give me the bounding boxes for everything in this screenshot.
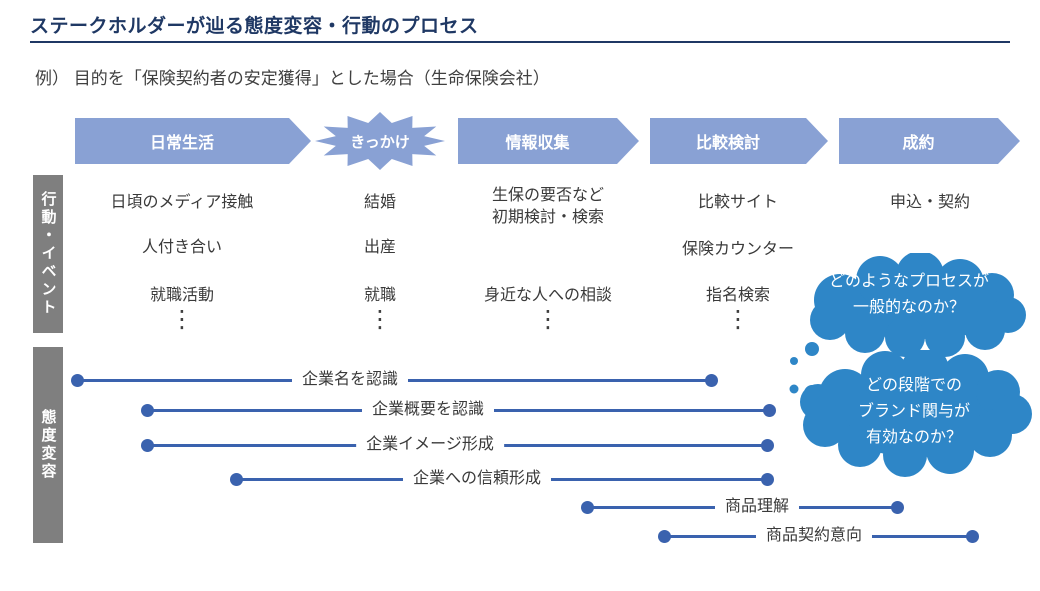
bubble-line: どの段階での (865, 377, 962, 394)
attitude-range-company-trust-formation: 企業への信頼形成 (230, 469, 774, 489)
ellipsis-vertical: ⋮ (536, 306, 560, 333)
range-endpoint-dot (761, 439, 774, 452)
ellipsis-vertical: ⋮ (368, 306, 392, 333)
range-label: 商品契約意向 (755, 526, 873, 546)
behavior-item: 保険カウンター (681, 241, 795, 258)
attitude-range-product-understanding: 商品理解 (581, 497, 904, 517)
range-endpoint-dot (71, 374, 84, 387)
section-header-behavior-events: 行動・イベント (33, 175, 63, 333)
behavior-item: 申込・契約 (889, 194, 971, 211)
range-endpoint-dot (141, 404, 154, 417)
attitude-range-company-overview-recognition: 企業概要を認識 (141, 400, 776, 420)
range-endpoint-dot (763, 404, 776, 417)
thought-bubble-icon (789, 350, 1032, 477)
range-label: 企業名を認識 (291, 370, 409, 390)
attitude-range-company-name-recognition: 企業名を認識 (71, 370, 718, 390)
range-label: 企業への信頼形成 (402, 469, 552, 489)
behavior-item: 就職活動 (149, 287, 215, 304)
thought-bubble-text: どの段階での ブランド関与が 有効なのか？ (805, 373, 1023, 451)
behavior-item: 出産 (363, 239, 397, 256)
range-endpoint-dot (581, 501, 594, 514)
range-endpoint-dot (141, 439, 154, 452)
behavior-item: 比較サイト (697, 194, 779, 211)
burst-shape-icon (315, 112, 445, 170)
section-header-attitude-change: 態度変容 (33, 347, 63, 543)
title-underline (30, 41, 1010, 43)
bubble-line: ブランド関与が (857, 403, 970, 420)
page-title: ステークホルダーが辿る態度変容・行動のプロセス (30, 16, 479, 37)
range-endpoint-dot (891, 501, 904, 514)
thought-bubble-text: どのようなプロセスが 一般的なのか？ (800, 269, 1018, 321)
range-label: 商品理解 (714, 497, 800, 517)
bubble-line: 一般的なのか？ (852, 299, 965, 316)
behavior-item: 人付き合い (141, 239, 223, 256)
range-endpoint-dot (705, 374, 718, 387)
thought-bubble-icon (790, 253, 1026, 365)
stage-arrow-info-gathering: 情報収集 (458, 118, 639, 164)
bubble-line: 有効なのか？ (865, 429, 962, 446)
stage-arrow-comparison: 比較検討 (650, 118, 828, 164)
stage-arrow-daily-life: 日常生活 (75, 118, 311, 164)
behavior-item: 身近な人への相談 (483, 287, 613, 304)
range-label: 企業イメージ形成 (356, 435, 504, 455)
subtitle: 例） 目的を「保険契約者の安定獲得」とした場合（生命保険会社） (35, 69, 550, 88)
stage-arrow-contract: 成約 (839, 118, 1020, 164)
behavior-item: 就職 (363, 287, 397, 304)
behavior-item: 日頃のメディア接触 (110, 194, 254, 211)
attitude-range-product-contract-intent: 商品契約意向 (658, 526, 979, 546)
stage-burst-trigger: きっかけ (350, 133, 410, 151)
behavior-item: 生保の要否など (491, 187, 605, 204)
behavior-item: 指名検索 (705, 287, 771, 304)
range-endpoint-dot (230, 473, 243, 486)
attitude-range-company-image-formation: 企業イメージ形成 (141, 435, 774, 455)
range-endpoint-dot (658, 530, 671, 543)
range-endpoint-dot (761, 473, 774, 486)
ellipsis-vertical: ⋮ (726, 306, 750, 333)
ellipsis-vertical: ⋮ (170, 306, 194, 333)
behavior-item: 結婚 (363, 194, 397, 211)
range-endpoint-dot (966, 530, 979, 543)
behavior-item: 初期検討・検索 (491, 209, 605, 226)
bubble-line: どのようなプロセスが (828, 273, 989, 290)
range-label: 企業概要を認識 (361, 400, 495, 420)
